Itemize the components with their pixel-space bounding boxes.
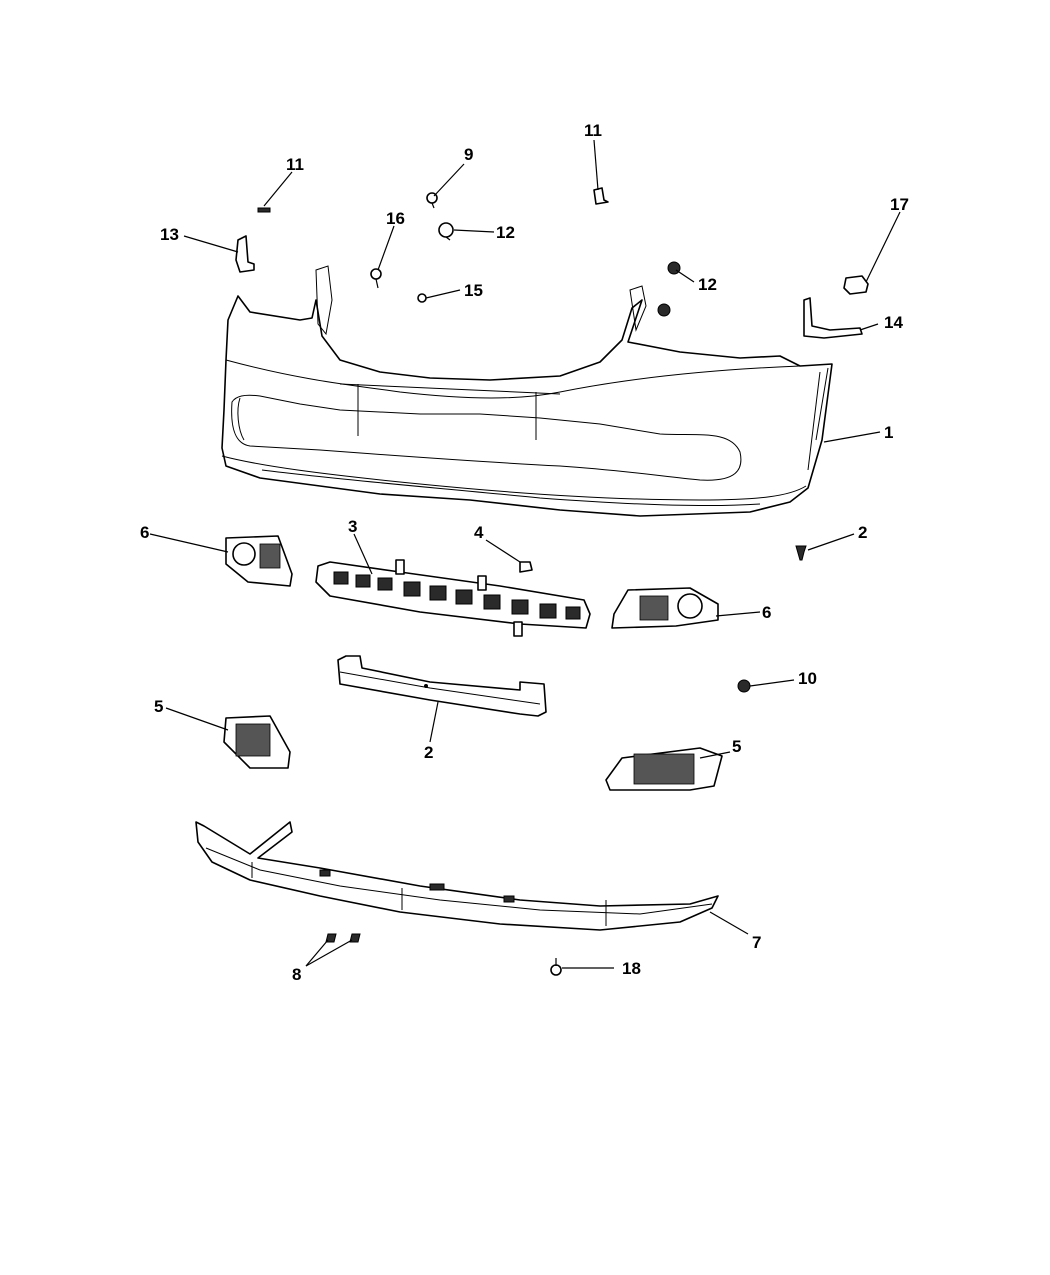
callout-2-bottom: 2 [424,743,433,762]
callout-12-top: 12 [496,223,515,242]
fastener-11-top [593,187,609,205]
fastener-15 [417,293,427,303]
callout-8: 8 [292,965,301,984]
callout-2-right: 2 [858,523,867,542]
bumper-reinforcement [315,559,591,637]
clips-8 [325,933,361,943]
fastener-11-left [257,207,271,213]
nut-12-b [657,303,671,317]
callout-16: 16 [386,209,405,228]
callout-11-top: 11 [584,121,602,140]
callout-14: 14 [884,313,903,332]
fastener-16 [370,268,382,289]
bracket-14 [803,297,863,339]
bumper-fascia [221,265,833,517]
callout-12-right: 12 [698,275,717,294]
nut-10 [737,679,751,693]
leader-lines [149,139,901,969]
lower-valance [195,821,719,931]
callout-6-left: 6 [140,523,149,542]
callout-13: 13 [160,225,179,244]
screw-2-right [795,545,807,561]
fastener-12-top [438,222,454,241]
lower-bar [337,655,547,717]
callout-5-left: 5 [154,697,163,716]
callout-15: 15 [464,281,483,300]
callout-1: 1 [884,423,893,442]
bracket-13 [235,235,255,273]
callout-6-right: 6 [762,603,771,622]
fog-lamp-bezel-right [611,587,719,629]
fog-grille-right [605,747,723,791]
sensor-17 [843,275,869,295]
callout-5-right: 5 [732,737,741,756]
nut-12-a [667,261,681,275]
callout-3: 3 [348,517,357,536]
callout-18: 18 [622,959,641,978]
callout-7: 7 [752,933,761,952]
callout-10: 10 [798,669,817,688]
callout-9: 9 [464,145,473,164]
callout-4: 4 [474,523,484,542]
fog-lamp-bezel-left [225,535,293,587]
callout-labels: 1 2 2 3 4 5 5 6 6 7 8 9 10 11 11 12 12 1… [140,121,909,984]
callout-11-left: 11 [286,155,304,174]
push-pin-18 [550,958,562,976]
pin-4 [519,561,533,573]
callout-17: 17 [890,195,909,214]
fog-grille-left [223,715,291,769]
